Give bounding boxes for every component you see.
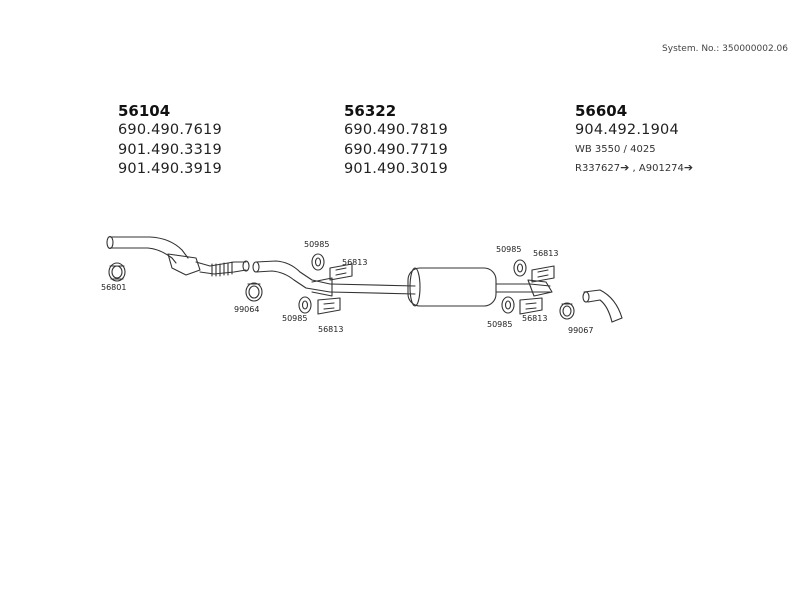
part-number: 690.490.7819	[344, 122, 448, 138]
label-bracket-56813: 56813	[533, 249, 558, 258]
tail-pipe	[582, 289, 623, 323]
label-hanger-50985: 50985	[282, 314, 307, 323]
label-hanger-50985: 50985	[487, 320, 512, 329]
arrow-right-icon: ➔	[620, 160, 630, 174]
part-group-56322: 56322 690.490.7819 690.490.7719 901.490.…	[344, 102, 448, 180]
rubber-hanger-2-top	[513, 259, 527, 277]
label-bracket-56813: 56813	[318, 325, 343, 334]
part-group-56604: 56604 904.492.1904 WB 3550 / 4025 R33762…	[575, 102, 693, 178]
label-bracket-56813: 56813	[342, 258, 367, 267]
part-number: 690.490.7719	[344, 141, 448, 158]
arrow-right-icon: ➔	[683, 160, 694, 174]
label-clamp-99067: 99067	[568, 326, 593, 335]
rubber-hanger-1-top	[311, 253, 325, 271]
part-number: 901.490.3319	[118, 141, 222, 158]
reference-number: R337627	[575, 162, 621, 174]
label-bracket-56813: 56813	[522, 314, 547, 323]
clamp-56801	[108, 262, 126, 282]
mounting-bracket-2-bottom	[519, 297, 543, 315]
wheelbase-note: WB 3550 / 4025	[575, 143, 656, 155]
rubber-hanger-2-bottom	[501, 296, 515, 314]
label-clamp-99064: 99064	[234, 305, 259, 314]
part-number: 690.490.7619	[118, 122, 222, 138]
clamp-99064	[245, 282, 263, 302]
part-number: 901.490.3919	[118, 161, 222, 177]
part-group-title: 56322	[344, 102, 397, 120]
part-group-title: 56104	[118, 102, 171, 120]
part-group-title: 56604	[575, 102, 628, 120]
rear-muffler	[407, 267, 553, 307]
reference-numbers: R337627➔ , A901274➔	[575, 159, 693, 178]
part-number: 904.492.1904	[575, 122, 679, 138]
system-number: System. No.: 350000002.06	[662, 44, 788, 54]
rubber-hanger-1-bottom	[298, 296, 312, 314]
front-pipe	[106, 235, 250, 277]
intermediate-pipe	[252, 260, 416, 297]
reference-number: A901274	[638, 162, 684, 174]
part-number: 901.490.3019	[344, 161, 448, 177]
mounting-bracket-2-top	[531, 265, 555, 283]
diagram-labels: 56801 99064 99067 50985 56813 50985 5681…	[101, 240, 593, 335]
label-clamp-56801: 56801	[101, 283, 126, 292]
clamp-99067	[559, 302, 575, 320]
part-group-56104: 56104 690.490.7619 901.490.3319 901.490.…	[118, 102, 222, 180]
mounting-bracket-1-top	[329, 263, 353, 281]
label-hanger-50985: 50985	[304, 240, 329, 249]
reference-separator: ,	[629, 162, 639, 174]
mounting-bracket-1-bottom	[317, 297, 341, 315]
label-hanger-50985: 50985	[496, 245, 521, 254]
